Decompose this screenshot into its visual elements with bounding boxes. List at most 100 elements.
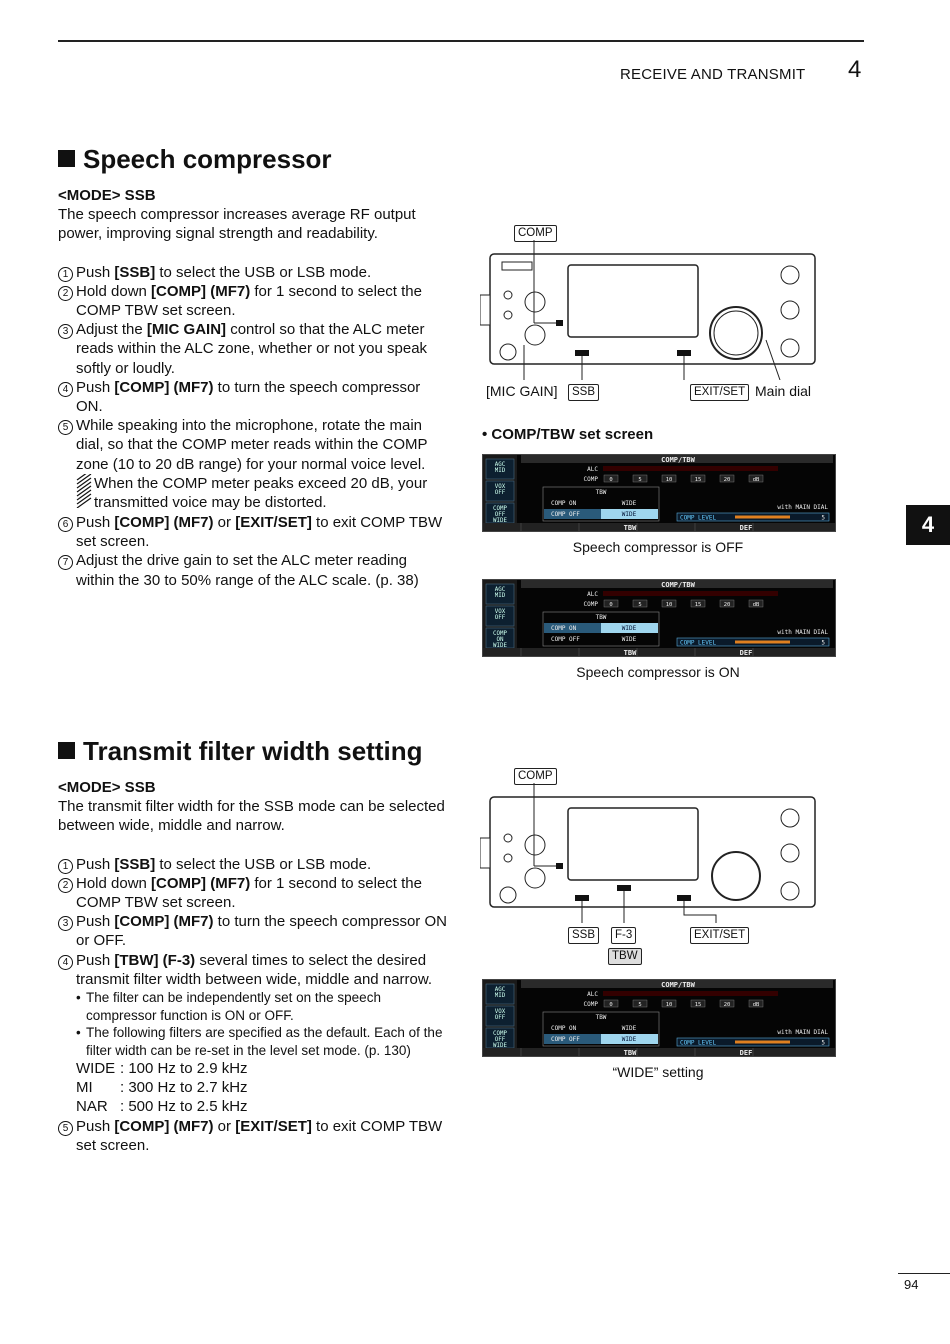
lcd-side-key xyxy=(485,480,515,502)
control-name: [TBW] (F-3) xyxy=(114,951,196,969)
lcd-side-key-label: OFF xyxy=(495,512,506,518)
lcd-scale-tick xyxy=(748,599,764,608)
step-text: Push xyxy=(76,378,115,396)
lcd-scale-tick xyxy=(719,599,735,608)
lcd-alc-label: ALC xyxy=(587,991,598,998)
caution-text: When the COMP meter peaks exceed 20 dB, … xyxy=(94,474,428,512)
mode-label: <MODE> SSB xyxy=(58,779,156,796)
callout-exit-set: EXIT/SET xyxy=(690,927,750,944)
lcd-row-label: COMP ON xyxy=(551,625,577,632)
lcd-side-key-label: MID xyxy=(495,468,506,474)
lcd-side-key-label: OFF xyxy=(495,615,506,621)
step-number: 3 xyxy=(58,916,73,932)
top-rule xyxy=(58,40,864,42)
lcd-scale-label: dB xyxy=(753,1002,760,1008)
lcd-title: COMP/TBW xyxy=(661,581,696,589)
lcd-row-label: COMP OFF xyxy=(551,1036,580,1043)
lcd-title-bar xyxy=(521,580,833,588)
step-text: to exit COMP TBW set screen. xyxy=(76,1117,443,1154)
lcd-side-key-label: COMP xyxy=(493,506,507,512)
lcd-level-value: 5 xyxy=(821,515,825,522)
step-text: Push xyxy=(76,263,115,281)
lcd-fkey-tbw: TBW xyxy=(624,649,637,656)
filter-range: : 300 Hz to 2.7 kHz xyxy=(120,1079,248,1097)
step-text: Push xyxy=(76,951,115,969)
lcd-title-bar xyxy=(521,980,833,988)
lcd-fkey-bar xyxy=(483,523,835,531)
bullet-text: The filter can be independently set on t… xyxy=(86,990,381,1023)
lcd-comp-label: COMP xyxy=(584,476,599,483)
step-number: 1 xyxy=(58,266,73,282)
step-text: for 1 second to select the COMP TBW set … xyxy=(76,874,422,912)
lcd-level-value: 5 xyxy=(821,640,825,647)
intro-text: The transmit filter width for the SSB mo… xyxy=(58,798,445,835)
lcd-fkey-def: DEF xyxy=(740,649,753,656)
caption-wide: “WIDE” setting xyxy=(612,1064,704,1080)
lcd-side-key-label: OFF xyxy=(495,1037,506,1043)
lcd-scale-tick xyxy=(632,599,648,608)
lcd-fkey-def: DEF xyxy=(740,1049,753,1056)
lcd-scale-label: 0 xyxy=(609,1002,612,1008)
chapter-number: 4 xyxy=(848,56,862,83)
screen-heading: • COMP/TBW set screen xyxy=(482,426,654,443)
lcd-scale-tick xyxy=(748,474,764,483)
control-name: [COMP] (MF7) xyxy=(151,282,251,300)
step-text: to select the USB or LSB mode. xyxy=(155,855,372,873)
step-text: Push xyxy=(76,855,115,873)
radio-front-panel-diagram xyxy=(480,240,816,380)
lcd-side-key-label: MID xyxy=(495,993,506,999)
step-number: 5 xyxy=(58,420,73,436)
step-number: 6 xyxy=(58,517,73,533)
page-number-rule xyxy=(898,1273,950,1274)
step-text: several times to select the desired tran… xyxy=(76,951,433,988)
step-number: 5 xyxy=(58,1120,73,1136)
control-name: [SSB] xyxy=(114,263,156,281)
lcd-alc-label: ALC xyxy=(587,466,598,473)
callout-comp: COMP xyxy=(514,768,557,785)
lcd-side-key-label: VOX xyxy=(495,484,506,490)
control-name: [COMP] (MF7) xyxy=(114,913,214,931)
step-text: or xyxy=(213,514,236,532)
step-text: to exit COMP TBW set screen. xyxy=(76,514,443,551)
step-text: Hold down xyxy=(76,282,152,300)
section1-body: <MODE> SSB The speech compressor increas… xyxy=(58,186,448,590)
lcd-scale-label: 10 xyxy=(666,1002,673,1008)
lcd-level-fill xyxy=(735,515,790,519)
lcd-scale-tick xyxy=(661,999,677,1008)
control-name: [COMP] (MF7) xyxy=(114,378,214,396)
lcd-with-dial: with MAIN DIAL xyxy=(777,629,828,636)
lcd-level-fill xyxy=(735,640,790,644)
caution-hatch-icon xyxy=(76,469,92,509)
caption-off: Speech compressor is OFF xyxy=(572,539,744,555)
page-number: 94 xyxy=(904,1277,919,1292)
bullet-dot: • xyxy=(76,990,81,1006)
lcd-side-key xyxy=(485,583,515,605)
lcd-side-key-label: WIDE xyxy=(493,518,507,524)
bullet-item: • The filter can be independently set on … xyxy=(76,989,448,1024)
lcd-row-value: WIDE xyxy=(622,1036,637,1043)
lcd-side-key-label: MID xyxy=(495,593,506,599)
step-text: to turn the speech compressor ON. xyxy=(76,378,421,416)
control-name: [COMP] (MF7) xyxy=(114,514,214,532)
lcd-side-key-label: WIDE xyxy=(493,1043,507,1049)
step-text: Adjust the xyxy=(76,321,147,339)
lcd-side-key-label: COMP xyxy=(493,1031,507,1037)
callout-f3: F-3 xyxy=(611,927,637,944)
lcd-side-key xyxy=(485,983,515,1005)
lcd-scale-label: 20 xyxy=(724,477,731,483)
lcd-level-fill xyxy=(735,1040,790,1044)
bullet-dot: • xyxy=(76,1025,81,1041)
step-text: to select the USB or LSB mode. xyxy=(155,263,372,281)
lcd-row-label: COMP OFF xyxy=(551,511,580,518)
step-number: 4 xyxy=(58,954,73,970)
section2-body: <MODE> SSB The transmit filter width for… xyxy=(58,778,448,1155)
